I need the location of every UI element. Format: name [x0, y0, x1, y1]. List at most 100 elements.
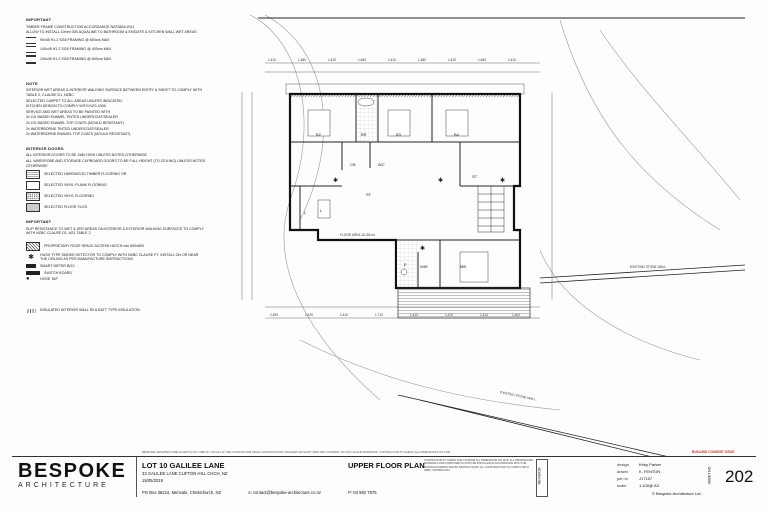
- notes-panel: IMPORTANT TIMBER FRAME CONSTRUCTION ACCO…: [26, 14, 206, 315]
- sheet-number-label: SHEET NO.: [707, 465, 712, 485]
- room-label-lobby: L: [320, 208, 323, 213]
- floor-plan: 1,410 1,480 1,410 1,480 1,410 1,480 1,41…: [241, 14, 746, 456]
- consent-status: BUILDING CONSENT ISSUE: [692, 450, 735, 454]
- note-line: SELECTED CARPET TO ALL AREAS UNLESS INDI…: [26, 98, 123, 103]
- important-heading: IMPORTANT: [26, 17, 52, 22]
- room-label-bed2: B2: [316, 132, 322, 137]
- note-line: INTERIOR WET AREAS & INTERIOR WALKING SU…: [26, 88, 203, 97]
- logo: BESPOKE ARCHITECTURE: [18, 461, 128, 489]
- symbol-legend-item: ●HOSE TAP: [26, 276, 58, 283]
- dim-text: 1,670: [305, 313, 313, 317]
- smoke-detector-icon: ✱: [438, 177, 443, 184]
- title-block: BESPOKE ARCHITECTURE ACCEPTS NO LIABILIT…: [12, 450, 756, 501]
- room-label-master: MB: [460, 264, 466, 269]
- insulation-icon: [26, 308, 36, 313]
- email: e: contact@bespoke-architecture.co.nz: [248, 490, 321, 495]
- switchboard-icon: [26, 270, 40, 275]
- dim-text: 1,710: [375, 313, 383, 317]
- sheet-number: 202: [725, 467, 754, 486]
- important2-line: SLIP RESISTANCE TO WET & DRY AREAS ON IN…: [26, 226, 204, 236]
- copyright: © Bespoke Architecture Ltd.: [652, 491, 702, 496]
- floor-legend-item: SELECTED FLOOR TILES: [26, 203, 206, 213]
- note-line: 2x OIL BASED ENAMEL TOP COATS (MOULD RES…: [26, 120, 124, 125]
- wall-140-icon: [26, 45, 36, 53]
- bathroom-tiles: [357, 97, 377, 141]
- important-line: TIMBER FRAME CONSTRUCTION ACCORDANCE NZS…: [26, 24, 135, 29]
- symbol-legend-item: SWITCH BOARD: [26, 271, 206, 276]
- contact-line: PO Box 36224, Merivale, Christchurch, NZ…: [142, 490, 403, 495]
- room-label-lounge: ST: [366, 192, 372, 197]
- po-box: PO Box 36224, Merivale, Christchurch, NZ: [142, 490, 222, 495]
- disclaimer: BESPOKE ARCHITECTURE ACCEPTS NO LIABILIT…: [142, 450, 451, 454]
- room-label-cupboard: CB: [350, 162, 356, 167]
- vinyl-plank-swatch-icon: [26, 181, 40, 191]
- logo-subtitle: ARCHITECTURE: [18, 482, 109, 489]
- fine-print: CONTRACTOR TO CHECK AND CONFIRM ALL DIME…: [424, 459, 534, 472]
- room-label-bed3: B3: [396, 132, 402, 137]
- symbol-legend-item: ✱HUSH TYPE SMOKE DETECTOR TO COMPLY WITH…: [26, 253, 206, 262]
- hose-tap-icon: ●: [26, 276, 30, 283]
- revision-box: REVISION: [536, 459, 548, 497]
- note-line: SERVICE AND WET AREAS TO BE PAINTED WITH: [26, 109, 111, 114]
- note-line: 2x WATERBORNE TINTED UNDERCOAT/SEALER: [26, 126, 109, 131]
- wall-90-icon: [26, 36, 36, 44]
- timber-floor-swatch-icon: [26, 170, 40, 180]
- roof-hatch-icon: [26, 241, 40, 251]
- interior-walls: [290, 94, 520, 288]
- framing-legend: 140x45 H1.2 SG8 FRAMING @ 400crs MAX: [26, 45, 206, 53]
- tile-swatch-icon: [26, 203, 40, 213]
- dim-text: 1,480: [298, 58, 306, 62]
- wall-190-icon: [26, 54, 36, 64]
- dim-text: 1,410: [388, 58, 396, 62]
- dim-text: 1,410: [268, 58, 276, 62]
- note-line: 2x WATERBORNE ENAMEL TOP COATS (MOULD RE…: [26, 132, 131, 137]
- floor-area-label: FLOOR AREA 111.85 m²: [340, 233, 375, 237]
- important-line: ALLOW TO INSTALL 10mm GIB AQUALINE TO BA…: [26, 30, 197, 35]
- note-line: 2x OIL BASED ENAMEL TINTED UNDERCOAT/SEA…: [26, 115, 118, 120]
- floor-legend-item: SELECTED HARDWOOD TIMBER FLOORING OR: [26, 170, 206, 180]
- dim-text: 1,410: [448, 58, 456, 62]
- framing-legend: 190x45 H1.2 SG8 FRAMING @ 600crs MAX: [26, 54, 206, 64]
- framing-legend: 90x45 H1.2 SG8 FRAMING @ 600crs MAX: [26, 36, 206, 44]
- drawing-title: UPPER FLOOR PLAN: [348, 461, 425, 470]
- project-name: LOT 10 GALILEE LANE: [142, 461, 225, 470]
- important2-heading: IMPORTANT: [26, 219, 52, 225]
- deck: [397, 287, 531, 319]
- room-label-wc: WC: [378, 162, 385, 167]
- top-dimensions: 1,410 1,480 1,410 1,480 1,410 1,480 1,41…: [268, 58, 516, 62]
- smoke-detectors: ✱ ✱ ✱ ✱: [333, 177, 505, 252]
- dim-text: 1,480: [358, 58, 366, 62]
- room-label-bed4: B4: [454, 132, 460, 137]
- room-label-bathroom: BR: [361, 132, 367, 137]
- phone: P: 03 982 7575: [348, 490, 377, 495]
- eaves-line: [285, 83, 525, 95]
- issue-date: 15/05/2019: [142, 478, 163, 483]
- floor-legend-item: SELECTED VINYL PLANK FLOORING: [26, 181, 206, 191]
- dim-text: 1,480: [418, 58, 426, 62]
- smoke-detector-icon: ✱: [500, 177, 505, 184]
- ensuite-tiles: [397, 242, 417, 286]
- vinyl-swatch-icon: [26, 192, 40, 202]
- furniture: [307, 97, 489, 283]
- dim-text: 1,410: [328, 58, 336, 62]
- room-label-wir: WIR: [420, 264, 428, 269]
- symbol-legend-item: PROPRIETARY ROOF SPACE ACCESS HATCH min …: [26, 241, 206, 251]
- boundary-lines: [258, 17, 746, 456]
- dim-text: 1,410: [340, 313, 348, 317]
- divider: [136, 457, 137, 497]
- smoke-detector-icon: ✱: [28, 253, 34, 261]
- smoke-detector-icon: ✱: [420, 245, 425, 252]
- insulation-legend: INSULATED INTERIOR WALL R2.6 BATT TYPE I…: [26, 308, 206, 313]
- note-line: KITCHEN DESIGN TO COMPLY WITH NZS 4306.: [26, 104, 107, 109]
- room-label-ensuite: E: [404, 262, 407, 267]
- room-label-linen: L: [304, 210, 307, 215]
- interior-line: ALL WARDROBE AND STORAGE CUPBOARD DOORS …: [26, 158, 206, 168]
- smoke-detector-icon: ✱: [333, 177, 338, 184]
- interior-doors-heading: INTERIOR DOORS: [26, 145, 64, 151]
- meter-box-icon: [26, 264, 36, 269]
